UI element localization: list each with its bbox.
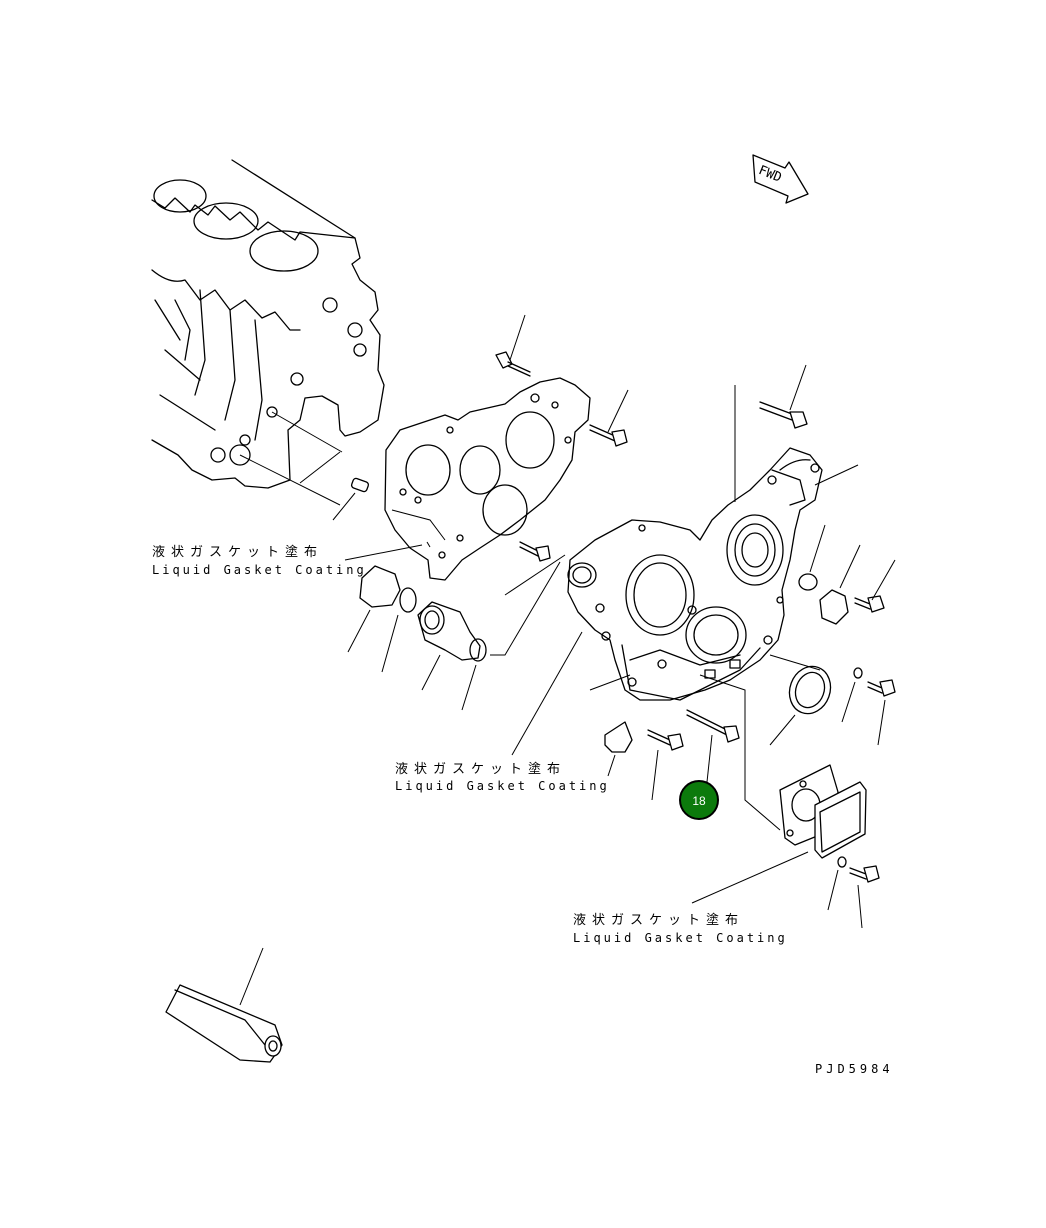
bolt <box>759 364 808 429</box>
bolt <box>589 389 629 447</box>
drawing-code: PJD5984 <box>815 1062 894 1076</box>
bolt <box>504 541 566 596</box>
cover-plate <box>779 764 867 859</box>
washer <box>827 856 847 911</box>
oil-seal <box>769 654 832 746</box>
gasket-note-3-en: Liquid Gasket Coating <box>573 931 788 945</box>
bolt <box>686 709 740 783</box>
block-tube <box>604 721 633 777</box>
hotspot-circle[interactable] <box>679 780 719 820</box>
front-plate <box>384 377 591 581</box>
cylinder-block <box>151 159 385 506</box>
front-cover <box>567 385 823 831</box>
gasket-note-3: 液状ガスケット塗布 Liquid Gasket Coating <box>573 912 788 945</box>
gasket-note-leader <box>344 541 809 904</box>
gasket-note-3-jp: 液状ガスケット塗布 <box>573 912 744 928</box>
cover-plate-small <box>819 544 861 625</box>
dowel-pin <box>332 477 370 521</box>
gasket-tube <box>165 947 283 1063</box>
sleeve <box>347 565 417 673</box>
hotspot-label[interactable]: 18 <box>692 794 706 808</box>
bolt <box>867 679 896 746</box>
gasket-note-2-en: Liquid Gasket Coating <box>395 779 610 793</box>
gasket-note-2: 液状ガスケット塗布 Liquid Gasket Coating <box>395 761 610 793</box>
bolt <box>854 559 896 613</box>
plug <box>798 524 826 591</box>
pulley <box>417 561 561 711</box>
fwd-indicator: FWD <box>752 154 809 204</box>
washer <box>841 667 863 723</box>
bracket <box>814 464 859 486</box>
part-hotspot-18[interactable]: 18 <box>679 780 719 820</box>
gasket-note-1: 液状ガスケット塗布 Liquid Gasket Coating <box>152 544 367 577</box>
bolt <box>647 729 684 801</box>
gasket-note-1-en: Liquid Gasket Coating <box>152 563 367 577</box>
bolt <box>495 314 531 377</box>
gasket-note-2-jp: 液状ガスケット塗布 <box>395 761 566 777</box>
gasket-note-1-jp: 液状ガスケット塗布 <box>152 544 323 560</box>
bolt <box>849 865 880 929</box>
